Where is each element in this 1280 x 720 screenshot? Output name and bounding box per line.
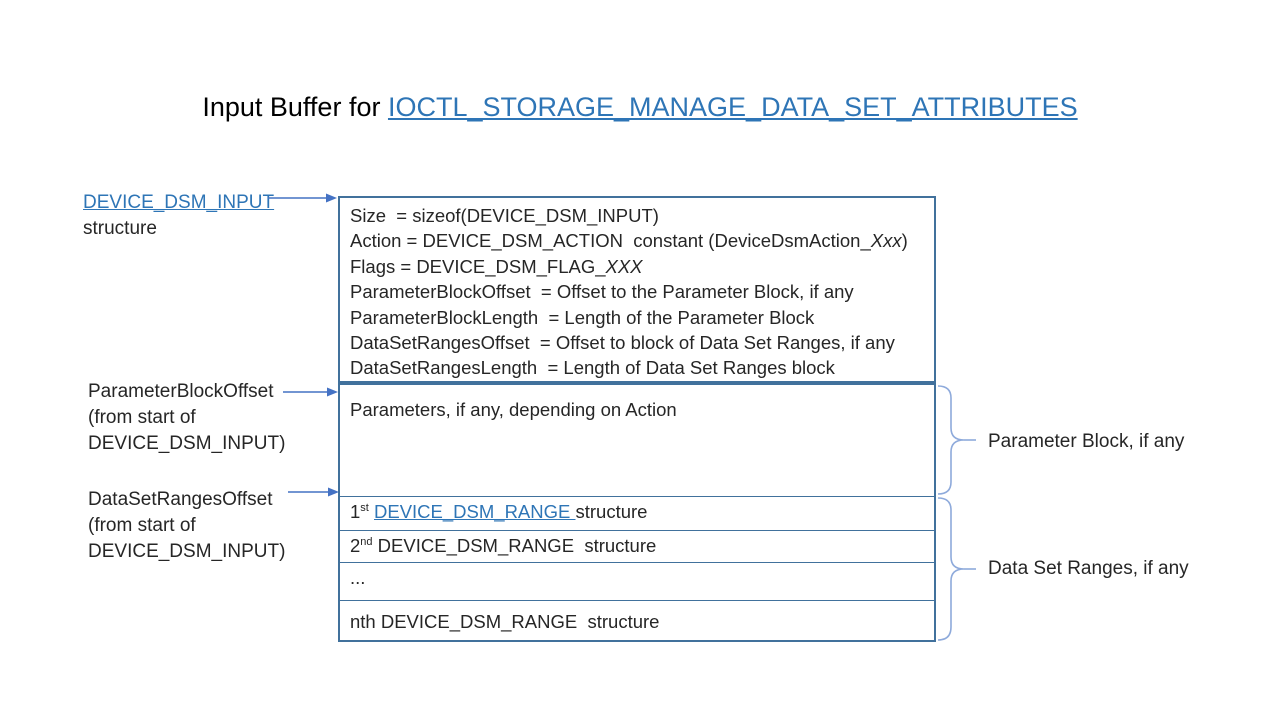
arrow-dsm-input-to-box xyxy=(268,193,337,203)
label-parameter-block-offset: ParameterBlockOffset (from start of DEVI… xyxy=(88,379,285,457)
struct-field-line: Action = DEVICE_DSM_ACTION constant (Dev… xyxy=(350,230,908,252)
struct-field-line: Flags = DEVICE_DSM_FLAG_XXX xyxy=(350,255,643,277)
title-ioctl-link[interactable]: IOCTL_STORAGE_MANAGE_DATA_SET_ATTRIBUTES xyxy=(387,92,1078,122)
range-row-1: 1st DEVICE_DSM_RANGE structure xyxy=(340,496,934,530)
struct-field-line: Size = sizeof(DEVICE_DSM_INPUT) xyxy=(350,205,659,226)
device-dsm-input-link[interactable]: DEVICE_DSM_INPUT xyxy=(83,192,275,213)
range-row-ellipsis: ... xyxy=(340,562,934,600)
section-divider xyxy=(340,381,934,385)
label-data-set-ranges: Data Set Ranges, if any xyxy=(988,558,1189,579)
pbo-line1: ParameterBlockOffset xyxy=(88,381,274,402)
struct-field-line: ParameterBlockLength = Length of the Par… xyxy=(350,306,815,328)
input-buffer-box: Size = sizeof(DEVICE_DSM_INPUT) Action =… xyxy=(338,196,936,642)
dsro-line3: DEVICE_DSM_INPUT) xyxy=(88,541,286,562)
range-row-nth: nth DEVICE_DSM_RANGE structure xyxy=(340,600,934,640)
arrow-data-set-ranges-offset xyxy=(288,487,339,497)
struct-field-line: DataSetRangesOffset = Offset to block of… xyxy=(350,332,895,354)
page-title: Input Buffer for IOCTL_STORAGE_MANAGE_DA… xyxy=(0,92,1280,123)
brace-data-set-ranges xyxy=(937,497,976,641)
device-dsm-input-caption: structure xyxy=(83,218,157,239)
parameter-block-section: Parameters, if any, depending on Action xyxy=(340,385,934,496)
range-row-2: 2nd DEVICE_DSM_RANGE structure xyxy=(340,530,934,562)
brace-parameter-block xyxy=(937,385,976,495)
struct-field-line: ParameterBlockOffset = Offset to the Par… xyxy=(350,281,854,303)
parameters-text: Parameters, if any, depending on Action xyxy=(350,399,677,420)
dsro-line2: (from start of xyxy=(88,515,196,536)
dsro-line1: DataSetRangesOffset xyxy=(88,489,273,510)
device-dsm-input-header-section: Size = sizeof(DEVICE_DSM_INPUT) Action =… xyxy=(340,198,934,381)
struct-field-line: DataSetRangesLength = Length of Data Set… xyxy=(350,357,835,379)
arrow-parameter-block-offset xyxy=(283,387,338,397)
label-parameter-block: Parameter Block, if any xyxy=(988,431,1185,452)
label-device-dsm-input: DEVICE_DSM_INPUT structure xyxy=(83,190,274,242)
device-dsm-range-link[interactable]: DEVICE_DSM_RANGE xyxy=(374,501,576,522)
pbo-line2: (from start of xyxy=(88,407,196,428)
title-prefix: Input Buffer for xyxy=(202,92,388,122)
label-data-set-ranges-offset: DataSetRangesOffset (from start of DEVIC… xyxy=(88,487,285,565)
pbo-line3: DEVICE_DSM_INPUT) xyxy=(88,433,286,454)
